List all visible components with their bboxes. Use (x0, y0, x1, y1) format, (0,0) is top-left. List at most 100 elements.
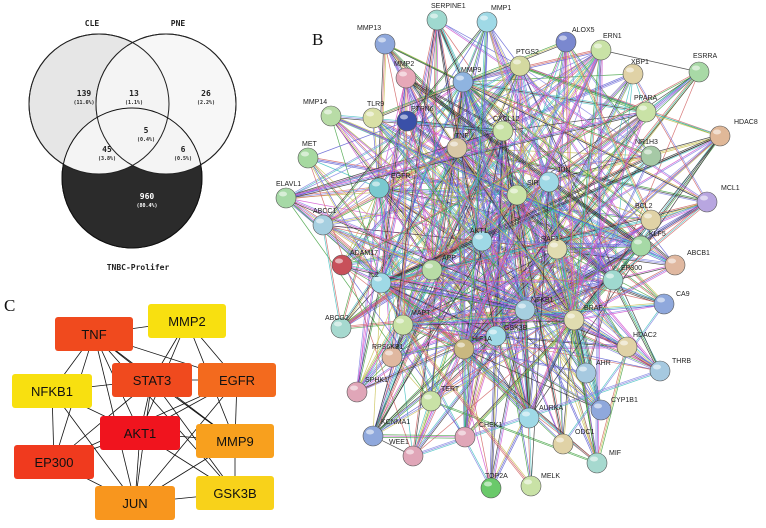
network-edge (323, 66, 521, 226)
node-chek1[interactable]: CHEK1 (454, 422, 502, 448)
hub-node-tnf[interactable]: TNF (55, 317, 133, 351)
node-adam17[interactable]: ADAM17 (331, 250, 378, 276)
node-sirt1[interactable]: SIRT1 (506, 180, 547, 206)
network-edge (372, 319, 574, 436)
network-edge (436, 19, 464, 83)
node-ppara[interactable]: PPARA (634, 95, 658, 123)
hub-node-akt1-box (100, 416, 180, 450)
node-ca9-highlight (657, 297, 665, 303)
network-edge (574, 319, 598, 463)
hub-node-nfkb1[interactable]: NFKB1 (12, 374, 92, 408)
node-tnf-label: TNF (455, 133, 469, 140)
node-met[interactable]: MET (297, 141, 319, 169)
network-edge (432, 20, 439, 271)
hub-node-mmp9[interactable]: MMP9 (196, 424, 274, 458)
network-edge (431, 49, 602, 271)
node-raf1[interactable]: RAF1 (541, 236, 568, 260)
node-bcl2[interactable]: BCL2 (635, 203, 662, 231)
node-egfr[interactable]: EGFR (368, 173, 410, 199)
node-mif[interactable]: MIF (586, 450, 621, 474)
hub-node-ep300[interactable]: EP300 (14, 445, 94, 479)
node-klf5[interactable]: KLF5 (630, 231, 666, 257)
node-gsk3b[interactable]: GSK3B (485, 325, 528, 347)
network-edge (384, 43, 464, 83)
node-abcg2[interactable]: ABCG2 (325, 315, 352, 339)
node-serpine1[interactable]: SERPINE1 (426, 3, 466, 31)
node-sphk1[interactable]: SPHK1 (346, 377, 388, 403)
node-mmp1[interactable]: MMP1 (476, 5, 511, 33)
node-mmp9[interactable]: MMP9 (452, 67, 481, 93)
node-il2[interactable]: IL2 (369, 272, 392, 294)
node-rps6kb1[interactable]: RPS6KB1 (372, 344, 404, 368)
node-melk[interactable]: MELK (520, 473, 560, 497)
node-mcl1[interactable]: MCL1 (696, 185, 740, 213)
node-klf5-label: KLF5 (649, 231, 666, 238)
node-ca9[interactable]: CA9 (653, 291, 690, 315)
node-raf1-label: RAF1 (541, 236, 559, 243)
node-aurka[interactable]: AURKA (518, 405, 563, 429)
node-alox5[interactable]: ALOX5 (555, 27, 595, 53)
node-top2a[interactable]: TOP2A (480, 473, 508, 499)
network-edge (565, 41, 614, 281)
node-mmp14[interactable]: MMP14 (303, 99, 342, 127)
node-wee1-label: WEE1 (389, 439, 409, 446)
hub-node-jun[interactable]: JUN (95, 486, 175, 520)
node-kcnma1-highlight (366, 429, 374, 435)
node-ptgs2-ball (509, 55, 531, 77)
node-ahr[interactable]: AHR (575, 360, 611, 384)
node-mmp13[interactable]: MMP13 (357, 25, 396, 55)
node-odc1[interactable]: ODC1 (552, 429, 595, 455)
node-ptgs2[interactable]: PTGS2 (509, 49, 539, 77)
node-wee1[interactable]: WEE1 (389, 439, 424, 467)
hub-node-stat3[interactable]: STAT3 (112, 363, 192, 397)
node-kcnma1[interactable]: KCNMA1 (362, 419, 410, 447)
node-thrb[interactable]: THRB (649, 358, 691, 382)
hub-node-gsk3b[interactable]: GSK3B (196, 476, 274, 510)
node-cxcl12[interactable]: CXCL12 (492, 116, 520, 142)
node-cyp1b1[interactable]: CYP1B1 (590, 397, 638, 421)
hub-node-akt1[interactable]: AKT1 (100, 416, 180, 450)
node-mapt[interactable]: MAPT (392, 310, 431, 336)
network-edge (574, 50, 603, 321)
node-hdac2[interactable]: HDAC2 (616, 332, 657, 358)
region-tnbc-only-pct: (80.4%) (136, 203, 157, 209)
node-ptpn6[interactable]: PTPN6 (396, 106, 434, 132)
node-nfkb1[interactable]: NFKB1 (514, 297, 554, 321)
node-tnf[interactable]: TNF (446, 133, 469, 159)
hub-node-mmp2[interactable]: MMP2 (148, 304, 226, 338)
node-xbp1[interactable]: XBP1 (622, 59, 649, 85)
node-adam17-highlight (335, 258, 343, 264)
network-edge (342, 66, 522, 267)
node-abcb1[interactable]: ABCB1 (664, 250, 710, 276)
node-aurka-label: AURKA (539, 405, 563, 412)
node-ep300[interactable]: EP300 (602, 265, 642, 291)
region-pne-only-pct: (2.2%) (197, 100, 215, 106)
node-app[interactable]: APP (421, 255, 456, 281)
node-hdac8[interactable]: HDAC8 (709, 119, 758, 147)
network-edge (322, 225, 341, 329)
network-edge (413, 310, 527, 458)
node-braf[interactable]: BRAF (563, 305, 603, 331)
network-edge (611, 200, 707, 280)
node-ern1[interactable]: ERN1 (590, 33, 622, 61)
hub-node-egfr[interactable]: EGFR (198, 363, 276, 397)
node-esrra-ball (688, 61, 710, 83)
node-tert[interactable]: TERT (420, 386, 460, 412)
node-esrra[interactable]: ESRRA (688, 53, 717, 83)
node-nr1h3[interactable]: NR1H3 (635, 139, 662, 167)
node-abcc1[interactable]: ABCC1 (312, 208, 336, 236)
node-odc1-highlight (556, 437, 564, 443)
node-hif1a[interactable]: HIF1A (453, 336, 492, 360)
node-akt1[interactable]: AKT1 (470, 228, 493, 252)
node-abcg2-highlight (334, 321, 342, 327)
node-melk-ball (520, 475, 542, 497)
hub-node-stat3-box (112, 363, 192, 397)
node-elavl1[interactable]: ELAVL1 (275, 181, 301, 209)
network-edge (519, 65, 652, 157)
node-jun[interactable]: JUN (538, 167, 571, 193)
node-app-highlight (425, 263, 433, 269)
network-edge (323, 224, 342, 328)
node-mmp2[interactable]: MMP2 (394, 61, 417, 89)
node-tlr9[interactable]: TLR9 (362, 101, 384, 129)
node-ppara-highlight (639, 105, 647, 111)
